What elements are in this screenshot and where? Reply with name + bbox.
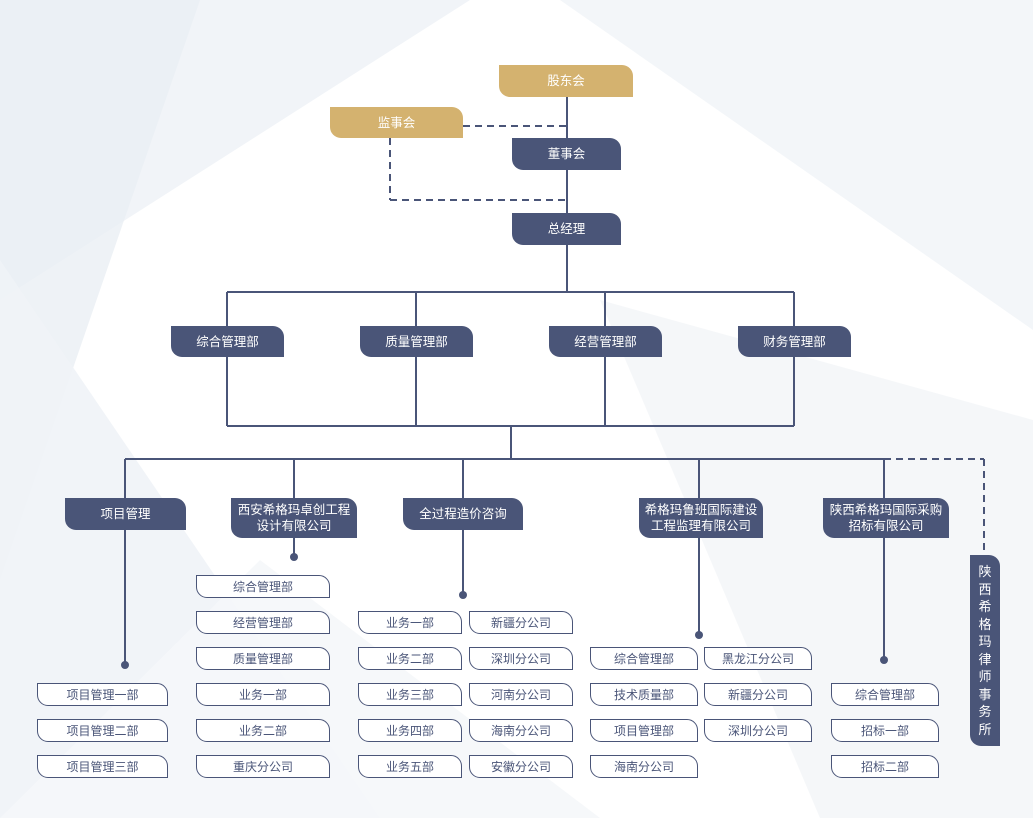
dept-quality-management: 质量管理部	[360, 326, 473, 357]
supervisors-box: 监事会	[330, 107, 463, 138]
cost-branch-1: 新疆分公司	[469, 611, 573, 634]
luban-dept-1: 综合管理部	[590, 647, 698, 670]
xian-dept-1: 综合管理部	[196, 575, 330, 598]
cost-branch-3: 河南分公司	[469, 683, 573, 706]
luban-dept-3: 项目管理部	[590, 719, 698, 742]
branch-xian-design-company: 西安希格玛卓创工程 设计有限公司	[231, 498, 357, 538]
xian-dept-4: 业务一部	[196, 683, 330, 706]
luban-branch-1: 黑龙江分公司	[704, 647, 812, 670]
dept-general-management: 综合管理部	[171, 326, 284, 357]
branch-law-firm: 陕 西 希 格 玛 律 师 事 务 所	[970, 555, 1000, 746]
branch-procurement-company: 陕西希格玛国际采购 招标有限公司	[823, 498, 949, 538]
dept-business-management: 经营管理部	[549, 326, 662, 357]
connector-dot	[695, 631, 703, 639]
cost-dept-3: 业务三部	[358, 683, 462, 706]
xian-dept-2: 经营管理部	[196, 611, 330, 634]
xian-dept-6: 重庆分公司	[196, 755, 330, 778]
cost-branch-2: 深圳分公司	[469, 647, 573, 670]
luban-dept-4: 海南分公司	[590, 755, 698, 778]
branch-luban-supervision-company: 希格玛鲁班国际建设 工程监理有限公司	[639, 498, 763, 538]
cost-dept-5: 业务五部	[358, 755, 462, 778]
general-manager-box: 总经理	[512, 213, 621, 245]
connector-dot	[121, 661, 129, 669]
procurement-dept-2: 招标一部	[831, 719, 939, 742]
connector-dot	[459, 591, 467, 599]
cost-dept-1: 业务一部	[358, 611, 462, 634]
procurement-dept-3: 招标二部	[831, 755, 939, 778]
shareholders-box: 股东会	[499, 65, 633, 97]
project-dept-3: 项目管理三部	[37, 755, 168, 778]
project-dept-1: 项目管理一部	[37, 683, 168, 706]
dept-finance-management: 财务管理部	[738, 326, 851, 357]
cost-branch-4: 海南分公司	[469, 719, 573, 742]
luban-dept-2: 技术质量部	[590, 683, 698, 706]
project-dept-2: 项目管理二部	[37, 719, 168, 742]
connector-dot	[290, 553, 298, 561]
board-box: 董事会	[512, 138, 621, 170]
xian-dept-3: 质量管理部	[196, 647, 330, 670]
connector-dot	[880, 656, 888, 664]
xian-dept-5: 业务二部	[196, 719, 330, 742]
cost-branch-5: 安徽分公司	[469, 755, 573, 778]
procurement-dept-1: 综合管理部	[831, 683, 939, 706]
cost-dept-4: 业务四部	[358, 719, 462, 742]
branch-cost-consulting: 全过程造价咨询	[403, 498, 523, 530]
luban-branch-3: 深圳分公司	[704, 719, 812, 742]
cost-dept-2: 业务二部	[358, 647, 462, 670]
branch-project-management: 项目管理	[65, 498, 186, 530]
luban-branch-2: 新疆分公司	[704, 683, 812, 706]
